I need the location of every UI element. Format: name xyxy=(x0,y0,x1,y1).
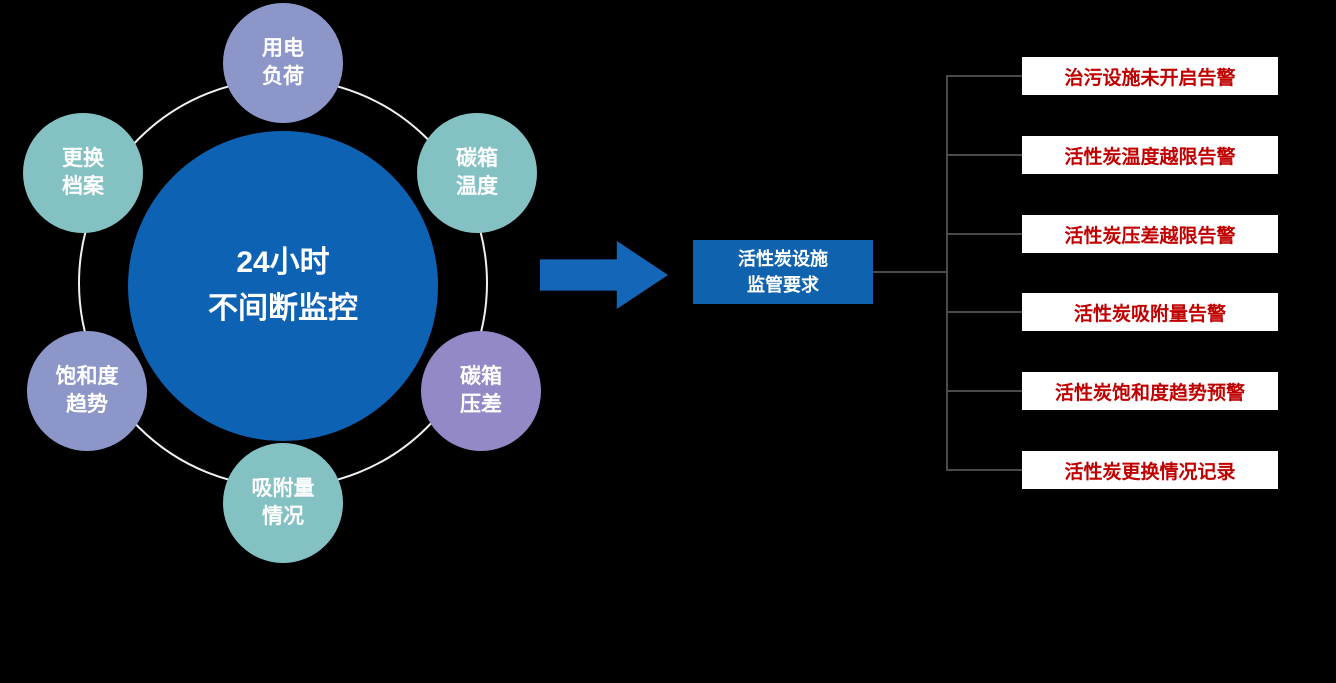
alert-box-adsorption-amount: 活性炭吸附量告警 xyxy=(1022,293,1278,331)
alert-box-temperature-limit: 活性炭温度越限告警 xyxy=(1022,136,1278,174)
connector-feeder-line xyxy=(873,271,947,273)
alert-label: 活性炭更换情况记录 xyxy=(1064,461,1236,483)
connector-branch-line xyxy=(948,233,1022,235)
alert-label: 治污设施未开启告警 xyxy=(1064,67,1236,89)
satellite-label: 更换 xyxy=(62,146,104,170)
satellite-saturation-trend: 饱和度 趋势 xyxy=(27,331,147,451)
alert-label: 活性炭饱和度趋势预警 xyxy=(1054,382,1245,404)
alert-label: 活性炭压差越限告警 xyxy=(1064,225,1236,247)
satellite-label: 碳箱 xyxy=(456,146,498,170)
connector-branch-line xyxy=(948,390,1022,392)
satellite-carbon-box-pressure: 碳箱 压差 xyxy=(421,331,541,451)
hub-circle: 24小时 不间断监控 xyxy=(128,131,438,441)
connector-branch-line xyxy=(948,75,1022,77)
alert-box-pollution-device-off: 治污设施未开启告警 xyxy=(1022,57,1278,95)
satellite-label: 用电 xyxy=(262,36,304,60)
satellite-label: 压差 xyxy=(460,393,502,416)
satellite-label: 饱和度 xyxy=(55,364,119,388)
satellite-adsorption-status: 吸附量 情况 xyxy=(223,443,343,563)
satellite-label: 碳箱 xyxy=(460,364,502,388)
connector-branch-line xyxy=(948,154,1022,156)
alert-box-pressure-limit: 活性炭压差越限告警 xyxy=(1022,215,1278,253)
hub-label-line1: 24小时 xyxy=(236,245,330,279)
central-box-label-line1: 活性炭设施 xyxy=(738,248,828,269)
satellite-carbon-box-temperature: 碳箱 温度 xyxy=(417,113,537,233)
hub-label-line2: 不间断监控 xyxy=(208,292,358,325)
satellite-label: 吸附量 xyxy=(251,476,315,500)
alert-label: 活性炭温度越限告警 xyxy=(1064,146,1236,168)
satellite-replacement-archive: 更换 档案 xyxy=(23,113,143,233)
satellite-label: 情况 xyxy=(262,505,304,528)
satellite-label: 负荷 xyxy=(262,65,304,88)
connector-branch-line xyxy=(948,311,1022,313)
supervision-requirement-box: 活性炭设施 监管要求 xyxy=(693,240,873,304)
satellite-label: 温度 xyxy=(456,175,498,198)
flow-arrow-icon xyxy=(540,241,668,309)
alert-box-replacement-record: 活性炭更换情况记录 xyxy=(1022,451,1278,489)
satellite-power-load: 用电 负荷 xyxy=(223,3,343,123)
alert-label: 活性炭吸附量告警 xyxy=(1073,303,1226,325)
central-box-label-line2: 监管要求 xyxy=(747,275,819,295)
connector-branch-line xyxy=(948,469,1022,471)
alert-box-saturation-trend: 活性炭饱和度趋势预警 xyxy=(1022,372,1278,410)
satellite-label: 档案 xyxy=(62,175,104,198)
connector-trunk-line xyxy=(946,75,948,471)
satellite-label: 趋势 xyxy=(66,393,108,416)
